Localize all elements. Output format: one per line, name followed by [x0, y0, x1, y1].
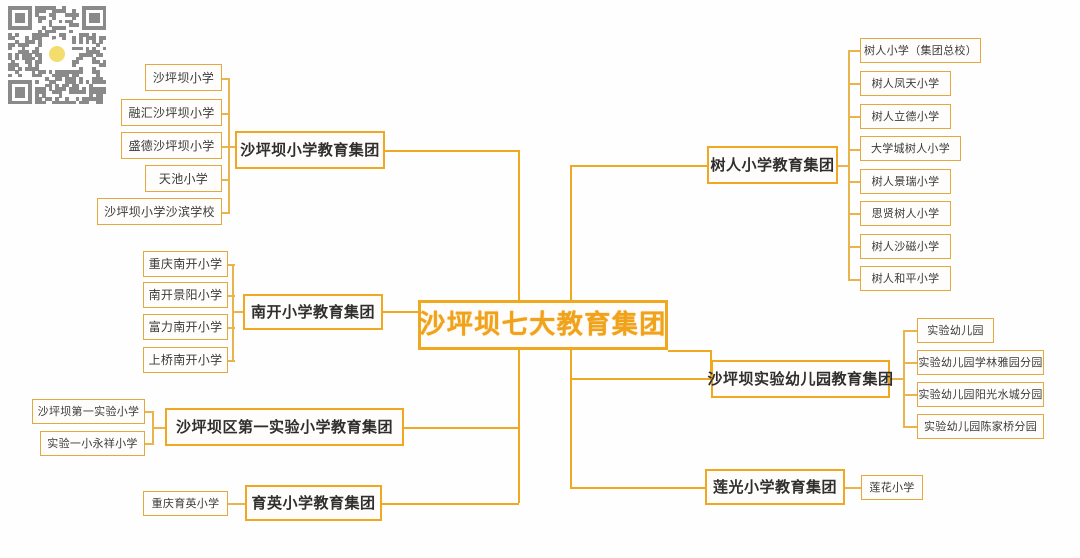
connector — [845, 487, 861, 489]
connector — [228, 78, 230, 212]
connector — [227, 360, 235, 362]
connector — [903, 426, 917, 428]
qr-center-logo — [42, 39, 72, 69]
connector — [227, 327, 235, 329]
leaf-node[interactable]: 实验幼儿园阳光水城分园 — [917, 382, 1044, 407]
connector — [227, 264, 235, 266]
connector — [232, 311, 244, 313]
connector — [222, 78, 230, 80]
connector — [890, 378, 904, 380]
leaf-node[interactable]: 树人凤天小学 — [860, 71, 951, 96]
connector — [848, 149, 860, 151]
leaf-node[interactable]: 大学城树人小学 — [860, 136, 961, 161]
connector — [228, 503, 246, 505]
connector — [903, 330, 905, 426]
leaf-node[interactable]: 天池小学 — [145, 165, 222, 192]
connector — [385, 150, 519, 152]
connector — [838, 165, 850, 167]
connector — [570, 165, 708, 167]
leaf-node[interactable]: 盛德沙坪坝小学 — [121, 132, 222, 159]
qr-code[interactable] — [8, 6, 107, 105]
connector — [848, 213, 860, 215]
leaf-node[interactable]: 融汇沙坪坝小学 — [121, 99, 222, 126]
connector — [848, 116, 860, 118]
connector — [848, 181, 860, 183]
leaf-node[interactable]: 树人小学（集团总校） — [860, 38, 981, 63]
leaf-node[interactable]: 树人景瑞小学 — [860, 169, 951, 194]
leaf-node[interactable]: 树人和平小学 — [860, 266, 951, 291]
connector — [903, 330, 917, 332]
leaf-node[interactable]: 树人沙磁小学 — [860, 234, 951, 259]
leaf-node[interactable]: 重庆育英小学 — [143, 491, 228, 516]
leaf-node[interactable]: 南开景阳小学 — [143, 282, 228, 308]
leaf-node[interactable]: 实验幼儿园陈家桥分园 — [917, 414, 1044, 439]
connector — [903, 362, 917, 364]
group-node-yuying-primary[interactable]: 育英小学教育集团 — [245, 485, 382, 521]
connector — [381, 503, 519, 505]
connector — [570, 378, 712, 380]
connector — [145, 411, 154, 413]
group-node-shapingba-primary[interactable]: 沙坪坝小学教育集团 — [235, 131, 385, 169]
leaf-node[interactable]: 沙坪坝小学沙滨学校 — [97, 198, 222, 225]
group-node-nankai-primary[interactable]: 南开小学教育集团 — [243, 294, 383, 330]
group-node-shapingba-experimental-kindergarten[interactable]: 沙坪坝实验幼儿园教育集团 — [708, 360, 893, 398]
connector — [848, 279, 860, 281]
leaf-node[interactable]: 莲花小学 — [861, 475, 923, 500]
connector — [403, 427, 519, 429]
leaf-node[interactable]: 思贤树人小学 — [860, 201, 951, 226]
connector — [848, 50, 850, 279]
connector — [848, 246, 860, 248]
leaf-node[interactable]: 沙坪坝小学 — [145, 64, 222, 91]
leaf-node[interactable]: 实验幼儿园 — [917, 318, 994, 343]
leaf-node[interactable]: 实验一小永祥小学 — [40, 431, 145, 456]
connector — [152, 427, 166, 429]
connector-root-right — [668, 350, 712, 352]
leaf-node[interactable]: 实验幼儿园学林雅园分园 — [917, 350, 1044, 375]
group-node-first-experimental-primary[interactable]: 沙坪坝区第一实验小学教育集团 — [165, 408, 404, 446]
group-node-lianguang-primary[interactable]: 莲光小学教育集团 — [705, 469, 845, 505]
leaf-node[interactable]: 沙坪坝第一实验小学 — [32, 399, 145, 424]
connector — [145, 443, 154, 445]
group-node-shuren-primary[interactable]: 树人小学教育集团 — [707, 146, 838, 184]
root-node[interactable]: 沙坪坝七大教育集团 — [418, 300, 668, 350]
connector — [227, 295, 235, 297]
leaf-node[interactable]: 富力南开小学 — [143, 314, 228, 340]
leaf-node[interactable]: 上桥南开小学 — [143, 347, 228, 373]
leaf-node[interactable]: 树人立德小学 — [860, 104, 951, 129]
connector — [222, 212, 230, 214]
connector — [903, 394, 917, 396]
connector — [848, 50, 860, 52]
connector — [848, 83, 860, 85]
connector — [570, 487, 706, 489]
leaf-node[interactable]: 重庆南开小学 — [143, 251, 228, 277]
